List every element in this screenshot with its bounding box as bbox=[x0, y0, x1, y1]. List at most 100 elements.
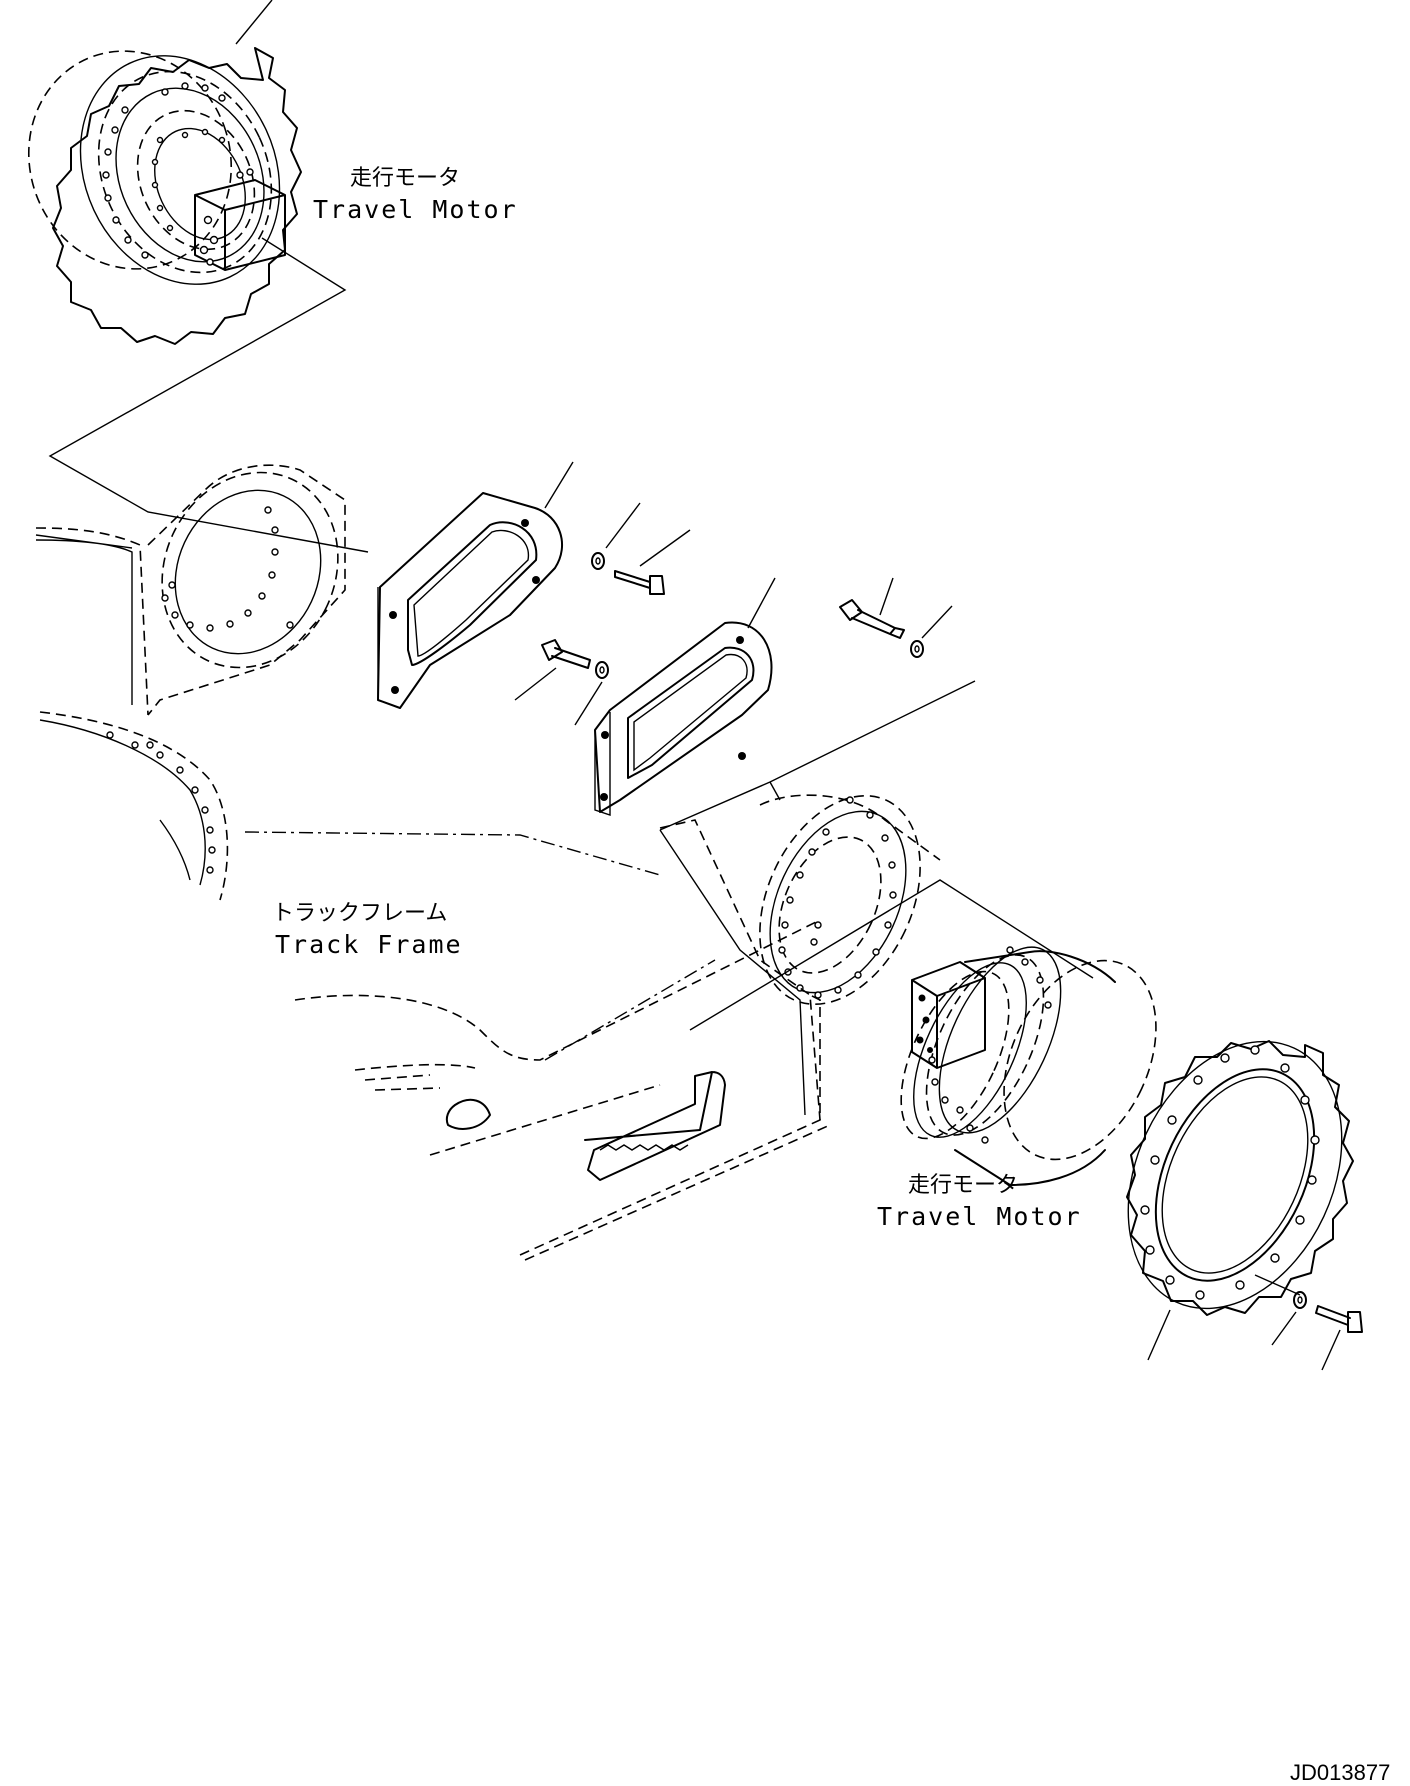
cover-plate-left-edge bbox=[377, 587, 393, 706]
track-guard-serration bbox=[599, 1144, 689, 1151]
leader-cover-left bbox=[544, 461, 574, 509]
label-travel-motor-right-en: Travel Motor bbox=[877, 1202, 1082, 1231]
sprocket-right-teeth bbox=[1126, 1040, 1354, 1316]
link-flange-motor bbox=[689, 879, 1094, 1031]
link-outline-top bbox=[48, 237, 369, 553]
bolt-3 bbox=[839, 599, 905, 639]
leader-washer-4 bbox=[1271, 1311, 1297, 1346]
sprocket-right-ring bbox=[1127, 1040, 1343, 1310]
sprocket-right-bore-2 bbox=[1161, 1076, 1309, 1274]
cover-plate-left-gasket-inner bbox=[413, 529, 530, 657]
motor-top-block bbox=[194, 179, 286, 271]
drawing-code: JD013877 bbox=[1290, 1760, 1390, 1785]
cover-right-hole-2 bbox=[736, 636, 744, 644]
flange-outer bbox=[759, 794, 921, 1006]
motor-top-ring-2 bbox=[97, 70, 273, 274]
track-frame-left-arc bbox=[159, 819, 191, 881]
track-frame-bottom-1 bbox=[294, 919, 821, 1061]
label-track-frame-jp: トラックフレーム bbox=[272, 901, 447, 926]
frame-lower-holes bbox=[106, 731, 216, 874]
track-guard bbox=[584, 1071, 726, 1181]
leader-washer-1 bbox=[605, 502, 641, 549]
frame-plate-center bbox=[659, 819, 821, 1121]
track-frame-bottom-5 bbox=[429, 1084, 661, 1156]
leader-washer-2 bbox=[574, 681, 603, 726]
label-travel-motor-top-en: Travel Motor bbox=[313, 195, 518, 224]
cover-plate-left-gasket bbox=[407, 521, 538, 666]
bolt-set-3 bbox=[839, 577, 953, 658]
track-frame-bottom-3 bbox=[519, 994, 821, 1256]
bolt-set-2 bbox=[514, 639, 609, 726]
frame-flange-ring bbox=[659, 781, 941, 1121]
link-sprocket-bolt bbox=[1254, 1274, 1301, 1296]
hidden-line-1 bbox=[244, 831, 661, 876]
leader-bolt-4 bbox=[1321, 1329, 1341, 1371]
leader-cover-right bbox=[747, 577, 776, 629]
cover-plate-left bbox=[377, 461, 574, 709]
washer-2 bbox=[595, 661, 609, 679]
leader-sprocket-right bbox=[1147, 1309, 1171, 1361]
bolt-set-1 bbox=[591, 502, 691, 595]
track-frame-lower-curve-2 bbox=[39, 719, 206, 886]
sprocket-right-holes bbox=[1140, 1045, 1320, 1300]
flange-body bbox=[759, 794, 941, 861]
motor-right-end bbox=[1003, 959, 1157, 1161]
cover-left-hole-4 bbox=[391, 686, 399, 694]
motor-top-ring-1 bbox=[79, 55, 281, 285]
leader-washer-3 bbox=[921, 605, 953, 639]
track-frame-bottom-4 bbox=[524, 1124, 831, 1261]
hidden-line-2 bbox=[544, 959, 716, 1061]
frame-plate-center-2 bbox=[659, 829, 806, 1116]
motor-top-ring-4 bbox=[136, 109, 256, 251]
cover-left-hole-3 bbox=[532, 576, 540, 584]
sprocket-top-outline bbox=[52, 47, 302, 345]
travel-motor-right bbox=[689, 879, 1157, 1186]
motor-right-holes bbox=[928, 946, 1052, 1144]
cover-plate-left-outline bbox=[377, 492, 564, 709]
track-frame-upper-2 bbox=[35, 534, 133, 705]
motor-top-block-ports bbox=[199, 168, 254, 266]
track-frame-upper bbox=[35, 464, 346, 716]
frame-ring-holes bbox=[161, 506, 294, 632]
track-frame bbox=[35, 464, 831, 1261]
travel-motor-top-assembly bbox=[27, 0, 302, 345]
track-frame-bottom-2 bbox=[354, 1063, 476, 1091]
link-line-right bbox=[659, 680, 976, 831]
motor-right-body bbox=[954, 950, 1116, 1186]
frame-mount-ring bbox=[161, 471, 339, 669]
cover-plate-right bbox=[594, 577, 776, 816]
cover-right-hole-1 bbox=[601, 731, 609, 739]
cover-plate-right-gasket bbox=[627, 646, 755, 779]
frame-mount-ring-inner bbox=[174, 489, 322, 655]
flange-inner-2 bbox=[778, 836, 882, 974]
bolt-4 bbox=[1315, 1305, 1363, 1333]
cover-plate-right-gasket-inner bbox=[633, 653, 748, 772]
cover-right-hole-4 bbox=[600, 793, 608, 801]
washer-1 bbox=[591, 552, 605, 570]
frame-plate-top bbox=[769, 781, 781, 801]
label-track-frame-en: Track Frame bbox=[275, 930, 463, 959]
flange-holes bbox=[778, 796, 897, 999]
leader-bolt-1 bbox=[639, 529, 691, 567]
sprocket-right bbox=[1126, 1040, 1354, 1361]
motor-right-block bbox=[911, 961, 986, 1069]
leader-motor-top bbox=[235, 0, 273, 45]
frame-clip bbox=[445, 1098, 491, 1130]
washer-4 bbox=[1293, 1291, 1307, 1309]
label-travel-motor-top-jp: 走行モータ bbox=[350, 166, 460, 191]
leader-bolt-3 bbox=[879, 577, 894, 616]
bolt-2 bbox=[541, 639, 591, 669]
washer-3 bbox=[910, 640, 924, 658]
bolt-set-sprocket bbox=[1271, 1291, 1363, 1371]
bolt-1 bbox=[614, 570, 665, 595]
motor-right-block-ports bbox=[916, 994, 933, 1053]
label-travel-motor-right-jp: 走行モータ bbox=[908, 1173, 1018, 1198]
motor-right-rib-4 bbox=[900, 970, 1010, 1140]
motor-top-ring-3 bbox=[115, 87, 265, 263]
cover-plate-right-edge bbox=[594, 712, 611, 816]
sprocket-top-back-dashed bbox=[27, 50, 233, 270]
motor-right-rib-1 bbox=[938, 946, 1062, 1134]
motor-right-rib-2 bbox=[925, 954, 1045, 1136]
track-frame-lower-curve bbox=[39, 711, 229, 901]
